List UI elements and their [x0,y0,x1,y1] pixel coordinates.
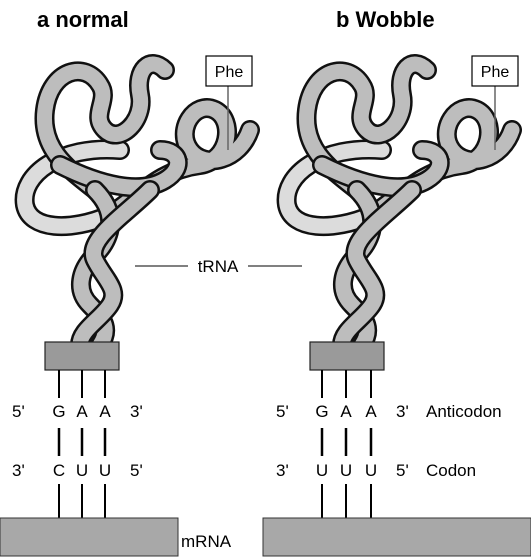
codon-label: Codon [426,461,476,480]
panel-b-anticodon-base-2: A [340,402,352,421]
panel-a-codon-3prime: 3' [12,461,25,480]
panel-b-codon-base-1: U [316,461,328,480]
panel-b-anticodon-3prime: 3' [396,402,409,421]
panel-b-anticodon-base-3: A [365,402,377,421]
trna-label: tRNA [198,257,239,276]
panel-b-amino-acid-tag: Phe [471,55,519,150]
panel-b-base-pairs [320,428,373,456]
panel-a-anticodon-block [44,341,120,371]
panel-b-phe-label: Phe [481,64,510,81]
panel-a-codon-5prime: 5' [130,461,143,480]
panel-a-title: a normal [37,7,129,32]
panel-a-codon-base-2: U [76,461,88,480]
panel-a-amino-acid-tag: Phe [205,55,253,150]
mrna-label: mRNA [181,532,232,551]
trna-label-group: tRNA [135,257,302,276]
panel-b-anticodon-stems [321,370,372,398]
panel-a-codon-base-1: C [53,461,65,480]
panel-a-trna-structure [25,64,250,345]
panel-b-trna-structure [287,64,512,345]
panel-a-codon-stems [58,484,106,518]
panel-b-anticodon-base-1: G [315,402,328,421]
panel-b-codon-3prime: 3' [276,461,289,480]
panel-b-anticodon-5prime: 5' [276,402,289,421]
panel-a-anticodon-base-3: A [99,402,111,421]
panel-a: a normal Phe 5' G A A 3' [0,7,253,557]
panel-b-codon-base-3: U [365,461,377,480]
panel-b-mrna-strand [262,517,531,557]
panel-a-anticodon-3prime: 3' [130,402,143,421]
panel-a-anticodon-stems [58,370,106,398]
panel-a-anticodon-base-1: G [52,402,65,421]
panel-a-base-pairs [57,428,107,456]
panel-a-mrna-strand [0,517,179,557]
panel-b-title: b Wobble [336,7,435,32]
anticodon-label: Anticodon [426,402,502,421]
panel-b-codon-stems [321,484,372,518]
panel-b-codon-5prime: 5' [396,461,409,480]
panel-b-codon-base-2: U [340,461,352,480]
panel-a-anticodon-base-2: A [76,402,88,421]
panel-b: b Wobble Phe 5' G A A 3' 3' U U U 5' [262,7,531,557]
panel-a-anticodon-5prime: 5' [12,402,25,421]
panel-b-anticodon-block [309,341,385,371]
panel-a-phe-label: Phe [215,64,244,81]
panel-a-codon-base-3: U [99,461,111,480]
